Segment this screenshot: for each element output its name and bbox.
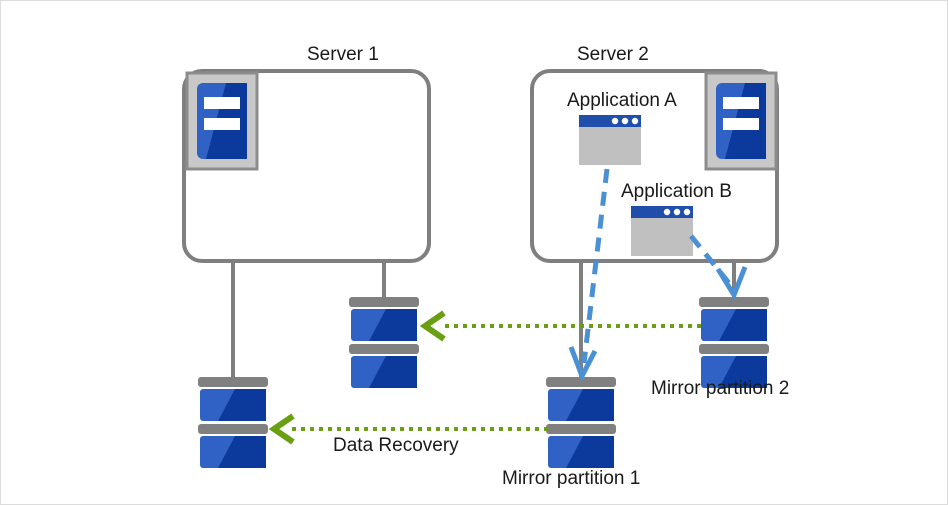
server-1-disk-left (198, 377, 268, 468)
data-recovery-arrow-top (419, 310, 701, 342)
mirror-partition-2-disk (699, 297, 769, 388)
mirror-partition-1-disk (546, 377, 616, 468)
server-2-title: Server 2 (577, 44, 649, 65)
server-1-icon (185, 71, 259, 171)
application-b-label: Application B (621, 181, 732, 202)
server-2-icon (704, 71, 778, 171)
server-1-title: Server 1 (307, 44, 379, 65)
server-1-connectors (231, 259, 386, 381)
application-a-write-arrow (568, 168, 610, 383)
server-1-disk-right (349, 297, 419, 388)
mirror-partition-1-label: Mirror partition 1 (502, 468, 641, 489)
data-recovery-arrow-bottom (268, 413, 548, 445)
data-recovery-label: Data Recovery (333, 435, 459, 456)
mirror-partition-2-label: Mirror partition 2 (651, 378, 790, 399)
application-b-window-icon (631, 206, 693, 256)
application-b-write-arrow (689, 234, 748, 301)
application-a-label: Application A (567, 90, 677, 111)
application-a-window-icon (579, 115, 641, 165)
